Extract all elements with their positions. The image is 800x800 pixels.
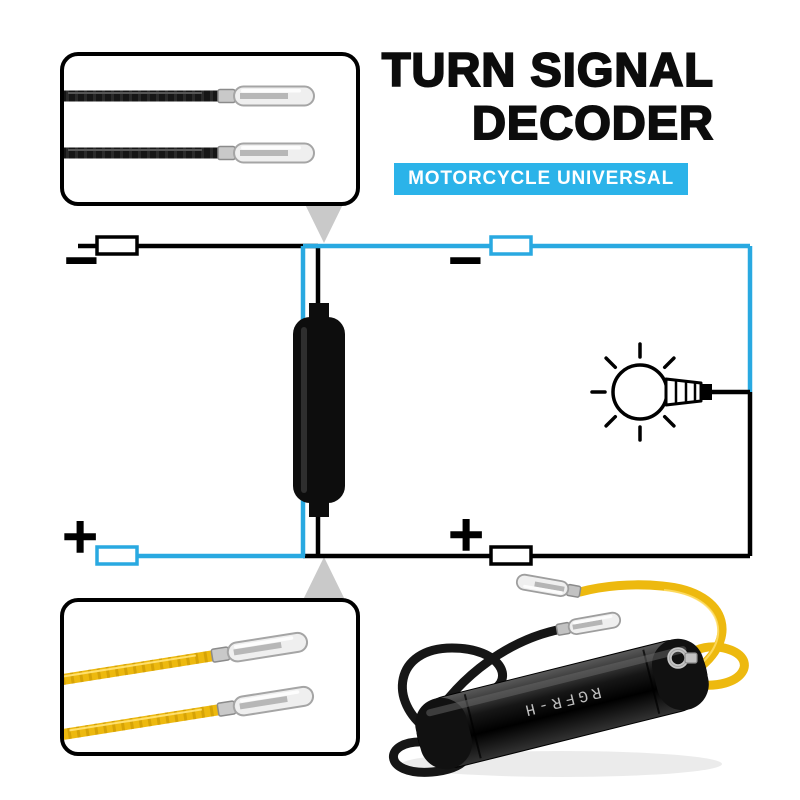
minus-symbol-top-right: − (445, 232, 485, 286)
connector-symbol-top-left (95, 235, 139, 256)
bulb-rays (590, 342, 676, 442)
product-yellow-wire-highlights (663, 589, 720, 671)
yellow-wires-photo (64, 631, 315, 741)
black-wire-with-connector (64, 85, 315, 107)
decoder-device-body: RGFR-H (415, 638, 709, 770)
product-bullet-connector-mid (554, 610, 623, 639)
callout-pointer-top-icon (301, 196, 347, 243)
product-bullet-connector-top (514, 572, 583, 601)
product-ring-terminal (667, 647, 698, 669)
title-line-1: TURN SIGNAL (381, 42, 714, 96)
black-wire-with-connector (64, 142, 315, 164)
bulb-icon (590, 342, 750, 442)
inset-photo-yellow-connectors (60, 598, 360, 756)
plus-symbol-bottom-right: + (445, 506, 487, 562)
callout-pointer-bottom-icon (301, 557, 347, 604)
decoder-symbol (293, 303, 345, 517)
page-title: TURN SIGNAL DECODER (381, 42, 714, 149)
minus-symbol-top-left: − (61, 232, 101, 286)
title-line-2: DECODER (471, 95, 714, 149)
connector-symbol-bottom-right (489, 545, 533, 566)
product-photo: RGFR-H (389, 572, 749, 777)
inset-photo-black-connectors (60, 52, 360, 206)
connector-symbol-bottom-left (95, 545, 139, 566)
product-yellow-wires (575, 580, 749, 690)
yellow-wire-with-connector (64, 631, 309, 687)
universal-badge: MOTORCYCLE UNIVERSAL (394, 163, 688, 195)
black-wires-photo (64, 85, 315, 164)
connector-symbol-top-right (489, 235, 533, 256)
yellow-wire-with-connector (64, 685, 315, 741)
plus-symbol-bottom-left: + (59, 508, 101, 564)
